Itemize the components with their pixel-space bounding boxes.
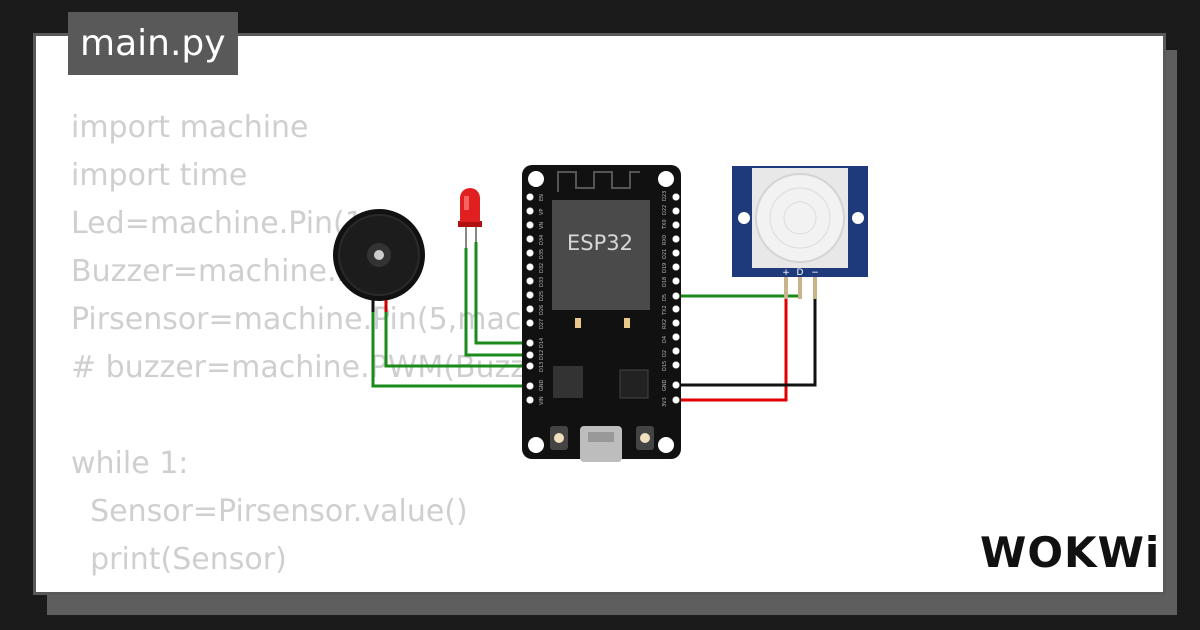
pin-label: D14 <box>539 338 545 348</box>
pin-label: EN <box>539 194 545 201</box>
pin-label: 3V3 <box>662 397 668 407</box>
pin-label: D27 <box>539 319 545 329</box>
esp32-board[interactable]: ESP32 EN VP VN D <box>522 165 681 462</box>
pin-label: VIN <box>539 396 545 405</box>
pin-label: D23 <box>662 191 668 201</box>
pin-label: TX2 <box>662 305 668 316</box>
buzzer[interactable] <box>333 209 425 312</box>
pin-label: TX0 <box>662 219 668 230</box>
pir-sensor[interactable]: + D − <box>732 166 868 299</box>
code-line: print(Sensor) <box>71 542 287 577</box>
led-body <box>460 188 480 222</box>
pin-label: D35 <box>539 249 545 259</box>
wokwi-logo: WOKWi <box>980 528 1161 577</box>
pin-label: D21 <box>662 249 668 259</box>
pir-pin-label: − <box>811 268 819 278</box>
code-line: if Sensor == 1 <box>71 584 545 592</box>
pin-label: D33 <box>539 277 545 287</box>
pin-label: D19 <box>662 263 668 273</box>
pir-pin-label: D <box>797 268 804 278</box>
pin-label: RX0 <box>662 235 668 245</box>
code-listing: import machine import time Led=machine.P… <box>71 104 545 592</box>
pin-label: D2 <box>662 350 668 357</box>
pin-label: D5 <box>662 294 668 301</box>
led[interactable] <box>458 188 482 248</box>
code-line: while 1: <box>71 446 189 481</box>
pin-label: RX2 <box>662 319 668 329</box>
code-line: Pirsensor=machine.Pin(5,mach <box>71 302 541 337</box>
file-tab[interactable]: main.py <box>68 12 238 75</box>
ground-wire <box>676 278 817 387</box>
code-line: Led=machine.Pin(1 <box>71 206 364 241</box>
pin-label: GND <box>662 379 668 391</box>
pin-label: D18 <box>662 277 668 287</box>
pin-label: GND <box>539 379 545 391</box>
pin-label: VN <box>539 222 545 229</box>
pin-label: D26 <box>539 305 545 315</box>
code-line: import machine <box>71 110 309 145</box>
code-line: Buzzer=machine.P <box>71 254 355 289</box>
pin-label: D32 <box>539 263 545 273</box>
pin-label: D34 <box>539 235 545 245</box>
code-line: import time <box>71 158 248 193</box>
pin-label: D4 <box>662 336 668 343</box>
pin-label: D15 <box>662 361 668 371</box>
pin-label: VP <box>539 209 545 215</box>
code-line: Sensor=Pirsensor.value() <box>71 494 468 529</box>
pin-label: D22 <box>662 205 668 215</box>
board-label: ESP32 <box>567 231 633 255</box>
pir-pin-label: + <box>782 268 790 278</box>
pin-label: D12 <box>539 350 545 360</box>
pin-label: D13 <box>539 362 545 372</box>
pin-label: D25 <box>539 291 545 301</box>
